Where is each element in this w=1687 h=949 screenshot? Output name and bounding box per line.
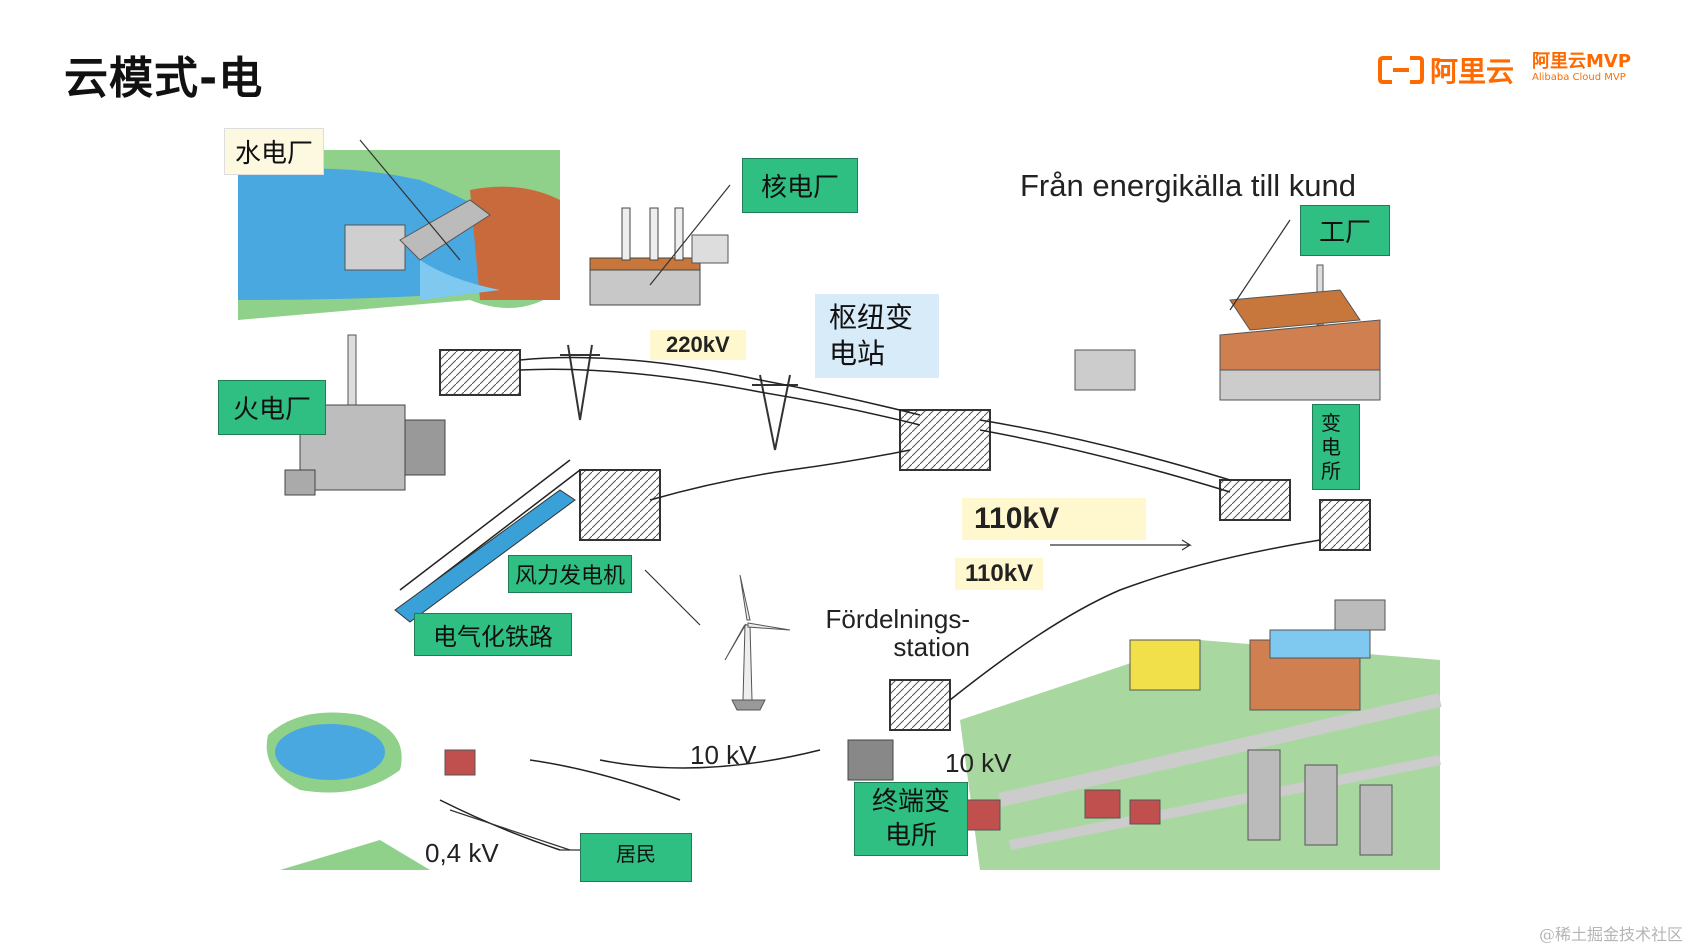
label-wind-turbine: 风力发电机 xyxy=(508,555,633,593)
label-nuclear-plant: 核电厂 xyxy=(742,158,859,213)
voltage-220kv: 220kV xyxy=(650,330,746,360)
voltage-10kv-left: 10 kV xyxy=(690,740,757,770)
aliyun-bracket-icon xyxy=(1378,56,1424,84)
label-substation: 变电所 xyxy=(1312,404,1360,490)
thermal-plant-illustration xyxy=(284,334,446,496)
mvp-logo: 阿里云MVP Alibaba Cloud MVP xyxy=(1532,52,1631,84)
label-factory: 工厂 xyxy=(1300,205,1391,256)
voltage-10kv-right: 10 kV xyxy=(945,748,1012,778)
voltage-110kv-secondary: 110kV xyxy=(955,558,1044,590)
label-electrified-railway: 电气化铁路 xyxy=(414,613,572,656)
wind-turbine-illustration xyxy=(724,574,791,711)
hydro-plant-illustration xyxy=(238,150,560,320)
leader-lines xyxy=(359,139,1291,851)
diagram-heading: Från energikälla till kund xyxy=(1020,168,1357,203)
transmission-towers xyxy=(439,344,1371,731)
aliyun-logo-text: 阿里云 xyxy=(1430,55,1515,88)
label-distribution-station: Fördelnings-station xyxy=(825,604,970,662)
aliyun-logo: 阿里云 xyxy=(1378,50,1514,90)
label-thermal-plant: 火电厂 xyxy=(218,380,327,435)
label-terminal-substation: 终端变电所 xyxy=(854,782,968,856)
label-hub-substation: 枢纽变电站 xyxy=(815,294,939,378)
page-title: 云模式-电 xyxy=(64,53,264,104)
pond-and-town-illustration xyxy=(266,599,1442,870)
power-lines xyxy=(399,356,1321,851)
nuclear-plant-illustration xyxy=(589,207,729,306)
label-hydro-plant: 水电厂 xyxy=(224,128,325,175)
mvp-logo-subtext: Alibaba Cloud MVP xyxy=(1532,72,1626,83)
railway-illustration xyxy=(394,489,576,623)
factory-illustration xyxy=(1074,264,1381,401)
label-residents: 居民 xyxy=(580,833,692,882)
mvp-logo-text: 阿里云MVP xyxy=(1532,51,1632,72)
watermark: @稀土掘金技术社区 xyxy=(1538,925,1683,944)
voltage-110kv-main: 110kV xyxy=(962,498,1146,540)
voltage-0-4kv: 0,4 kV xyxy=(425,838,499,868)
